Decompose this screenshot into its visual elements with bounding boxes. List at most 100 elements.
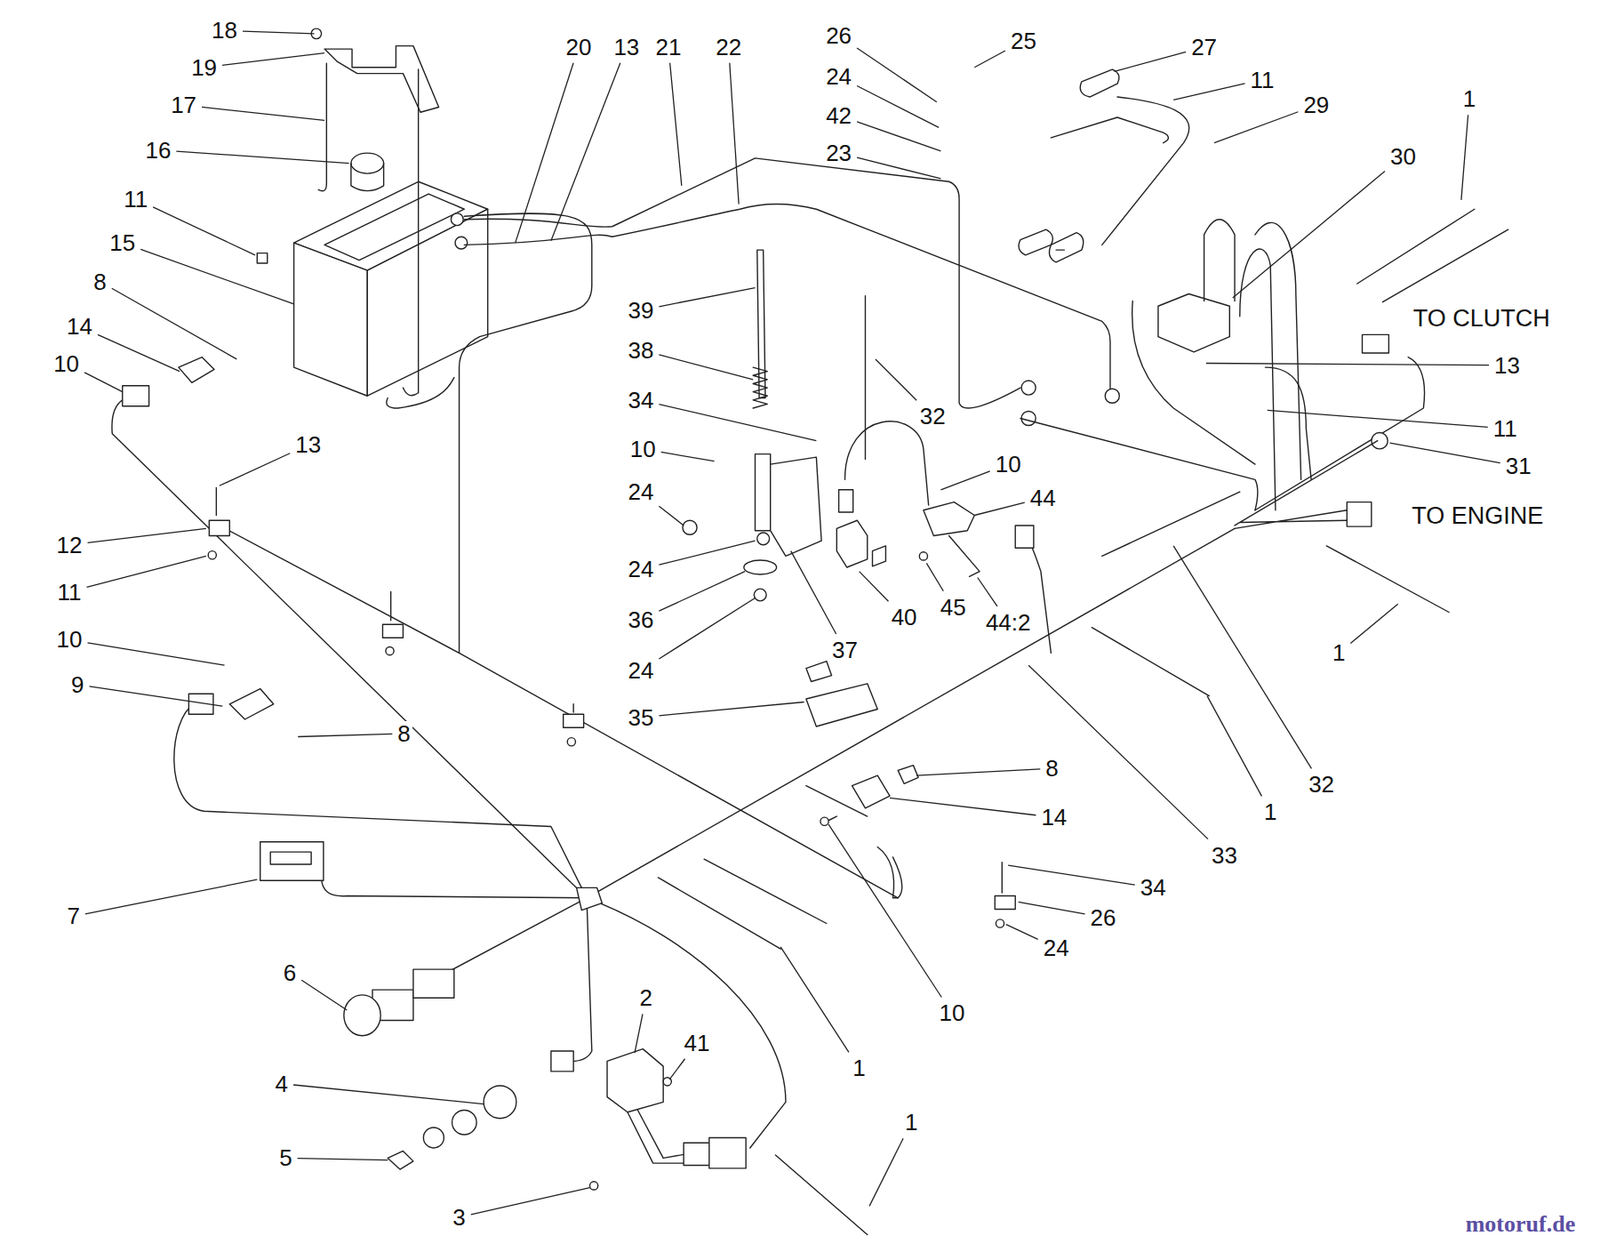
leader-line: [152, 207, 256, 256]
leader-line: [791, 551, 837, 634]
callout-number: 34: [625, 387, 656, 413]
harness: [586, 897, 786, 1148]
leader-line: [1390, 442, 1501, 464]
leader-line: [974, 502, 1024, 515]
callout-number: 16: [143, 137, 173, 163]
leader-line: [1232, 171, 1385, 298]
leader-line: [1028, 664, 1208, 839]
terminal-bolt: [455, 236, 468, 249]
callout-number: 1: [850, 1055, 867, 1080]
washer: [423, 1127, 444, 1148]
cable: [1102, 96, 1190, 245]
terminal-boot: [1080, 69, 1120, 97]
seat-switch: [836, 520, 867, 568]
leader-line: [1008, 864, 1136, 885]
junction: [576, 887, 603, 910]
callout-number: 27: [1189, 34, 1219, 60]
callout-number: 39: [625, 297, 656, 323]
leader-line: [1461, 114, 1469, 200]
leader-line: [1006, 924, 1039, 940]
leader-line: [974, 50, 1006, 68]
callout-number: 2: [637, 984, 654, 1010]
leader-line: [634, 1013, 643, 1053]
leader-line: [940, 471, 990, 490]
leader-line: [1173, 545, 1312, 769]
callout-number: 37: [830, 637, 860, 663]
leader-line: [658, 571, 745, 612]
callout-number: 21: [653, 34, 683, 60]
leader-line: [856, 48, 937, 103]
callout-number: 35: [625, 704, 656, 730]
leader-line: [670, 63, 682, 186]
leader-line: [869, 1137, 904, 1206]
callout-number: 36: [625, 607, 656, 632]
leader-line: [85, 879, 257, 914]
callout-number: 10: [55, 626, 85, 652]
callout-number: 11: [1491, 416, 1520, 441]
connector: [122, 385, 150, 407]
callout-number: 25: [1008, 28, 1039, 54]
callout-number: 15: [107, 230, 137, 256]
switch-wire: [864, 296, 866, 460]
terminal-bolt: [450, 213, 464, 226]
screw: [590, 1181, 599, 1190]
leader-line: [926, 562, 944, 591]
leader-line: [1018, 901, 1086, 914]
leader-line: [889, 797, 1036, 815]
leader-line: [916, 768, 1040, 776]
nut: [757, 532, 770, 545]
leader-line: [140, 248, 294, 304]
callout-number: 3: [450, 1204, 467, 1230]
connector: [551, 1050, 574, 1072]
callout-number: 10: [993, 451, 1024, 477]
callout-number: 24: [625, 657, 656, 683]
cable: [1020, 417, 1258, 510]
leader-line: [856, 157, 941, 179]
leader-line: [222, 53, 325, 66]
screw: [820, 816, 829, 825]
leader-line: [658, 288, 755, 307]
callout-number: 17: [168, 92, 199, 118]
leader-line: [658, 505, 684, 526]
callout-number: 13: [293, 432, 323, 457]
leader-line: [88, 642, 225, 665]
callout-number: 8: [1043, 755, 1060, 781]
leader-line: [1173, 83, 1245, 100]
leader-line: [112, 288, 238, 360]
switch: [229, 688, 273, 720]
callout-number: 8: [395, 720, 412, 746]
connector: [413, 968, 455, 998]
module: [607, 1048, 664, 1112]
washer: [256, 253, 267, 264]
callout-number: 5: [277, 1144, 294, 1170]
rod: [757, 249, 766, 398]
switch: [178, 357, 215, 384]
solenoid: [1158, 293, 1230, 352]
battery-top: [324, 193, 464, 261]
callout-number: 33: [1209, 842, 1240, 868]
callout-number: 32: [918, 403, 948, 429]
direction-note: TO CLUTCH: [1411, 305, 1552, 332]
leader-line: [88, 528, 207, 543]
leader-line: [856, 85, 939, 128]
leader-line: [1114, 51, 1187, 72]
cable: [1050, 117, 1168, 144]
callout-number: 44:2: [984, 609, 1033, 635]
hour-meter: [260, 841, 324, 881]
leader-line: [1267, 409, 1488, 427]
switch: [852, 775, 890, 808]
nut: [753, 588, 767, 601]
harness-loop: [1255, 357, 1425, 511]
callout-number: 8: [91, 269, 108, 295]
nut: [452, 1109, 478, 1135]
switch-lever: [949, 535, 980, 576]
leader-line: [301, 979, 347, 1010]
battery: [294, 242, 368, 396]
harness: [219, 525, 460, 653]
callout-number: 29: [1301, 92, 1331, 118]
callout-number: 13: [611, 34, 641, 60]
callout-number: 45: [938, 594, 968, 620]
ring-terminal: [1021, 380, 1036, 395]
switch-plate: [872, 545, 887, 567]
